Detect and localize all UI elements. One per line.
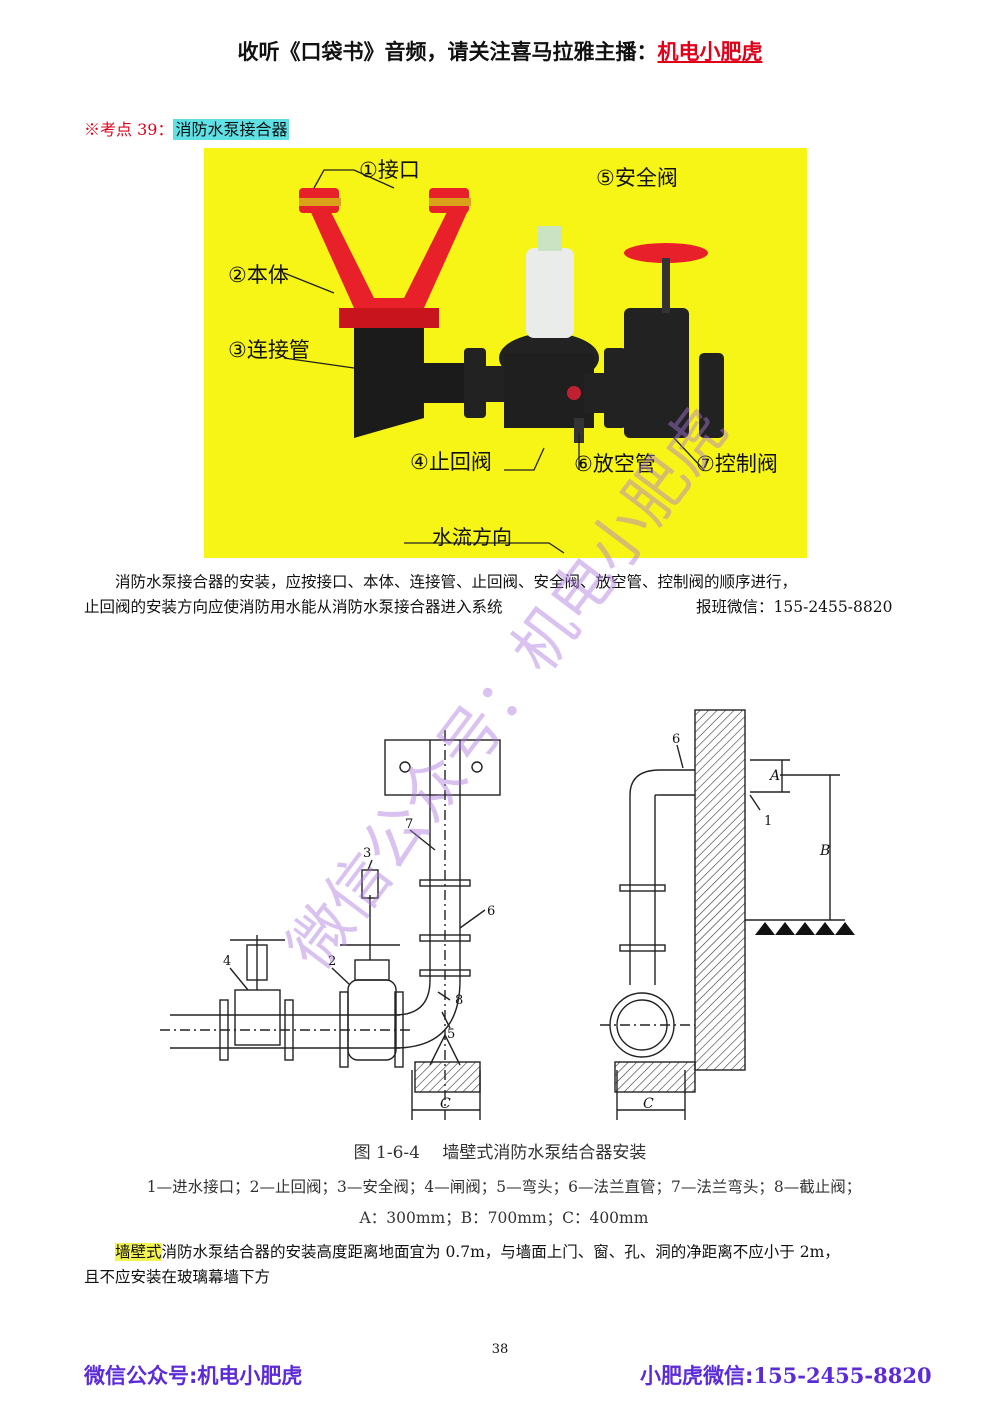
callout-8: 8 — [455, 993, 463, 1008]
header-text: 收听《口袋书》音频，请关注喜马拉雅主播： — [237, 40, 658, 64]
figure-legend: 1—进水接口；2—止回阀；3—安全阀；4—闸阀；5—弯头；6—法兰直管；7—法兰… — [146, 1178, 862, 1196]
callout-7: 7 — [405, 817, 413, 832]
callout-5: 5 — [447, 1027, 455, 1042]
para2-line1-text: 消防水泵结合器的安装高度距离地面宜为 0.7m，与墙面上门、窗、孔、洞的净距离不… — [161, 1243, 840, 1261]
dim-A: A — [768, 768, 780, 784]
header-host: 机电小肥虎 — [657, 40, 763, 64]
footer-left: 微信公众号:机电小肥虎 — [84, 1364, 303, 1388]
topic-heading: ※考点 39：消防水泵接合器 — [84, 116, 290, 140]
topic-mark: ※考点 39： — [84, 120, 174, 139]
label-connecting-pipe: ③连接管 — [228, 338, 310, 362]
callout-3: 3 — [363, 846, 371, 861]
dim-C-right: C — [643, 1096, 654, 1112]
installation-drawing: 1 2 3 4 5 6 7 8 6 A B C C — [160, 709, 855, 1120]
callout-4: 4 — [223, 954, 231, 969]
figure-dimensions: A：300mm；B：700mm；C：400mm — [359, 1209, 649, 1227]
label-body: ②本体 — [228, 263, 289, 287]
para2-highlight: 墙壁式 — [115, 1243, 162, 1261]
footer-right: 小肥虎微信:155-2455-8820 — [640, 1360, 932, 1390]
label-check-valve: ④止回阀 — [410, 450, 492, 474]
callout-6: 6 — [487, 904, 495, 919]
label-interface: ①接口 — [359, 158, 420, 182]
dim-B: B — [819, 843, 830, 859]
footer-right-label: 小肥虎微信: — [640, 1364, 754, 1388]
label-control-valve: ⑦控制阀 — [696, 452, 778, 476]
wall-mounted-paragraph: 墙壁式消防水泵结合器的安装高度距离地面宜为 0.7m，与墙面上门、窗、孔、洞的净… — [84, 1240, 916, 1290]
callout-2: 2 — [328, 954, 336, 969]
dim-C-left: C — [440, 1096, 451, 1112]
install-order-paragraph: 消防水泵接合器的安装，应按接口、本体、连接管、止回阀、安全阀、放空管、控制阀的顺… — [84, 570, 916, 620]
para1-line2: 止回阀的安装方向应使消防用水能从消防水泵接合器进入系统 报班微信：155-245… — [84, 595, 916, 620]
label-drain-pipe: ⑥放空管 — [574, 452, 656, 476]
para2-line1: 墙壁式消防水泵结合器的安装高度距离地面宜为 0.7m，与墙面上门、窗、孔、洞的净… — [84, 1240, 916, 1265]
footer-right-number: 155-2455-8820 — [753, 1363, 932, 1388]
callout-1-right: 1 — [764, 814, 772, 829]
para1-line2-text: 止回阀的安装方向应使消防用水能从消防水泵接合器进入系统 — [84, 598, 503, 616]
label-safety-valve: ⑤安全阀 — [596, 166, 678, 190]
para2-line2: 且不应安装在玻璃幕墙下方 — [84, 1268, 271, 1286]
contact-wechat: 报班微信：155-2455-8820 — [696, 598, 893, 616]
page-header: 收听《口袋书》音频，请关注喜马拉雅主播：机电小肥虎 — [0, 36, 1000, 66]
page-number-text: 38 — [491, 1342, 509, 1357]
callout-6-right: 6 — [672, 732, 680, 747]
para1-line1: 消防水泵接合器的安装，应按接口、本体、连接管、止回阀、安全阀、放空管、控制阀的顺… — [115, 573, 798, 591]
connector-illustration — [204, 148, 807, 558]
figure-caption: 图 1-6-4 墙壁式消防水泵结合器安装 — [353, 1143, 647, 1163]
topic-title: 消防水泵接合器 — [173, 119, 290, 140]
label-water-flow: 水流方向 — [432, 525, 512, 549]
connector-photo: ①接口 ⑤安全阀 ②本体 ③连接管 ④止回阀 ⑥放空管 ⑦控制阀 水流方向 — [204, 148, 807, 558]
